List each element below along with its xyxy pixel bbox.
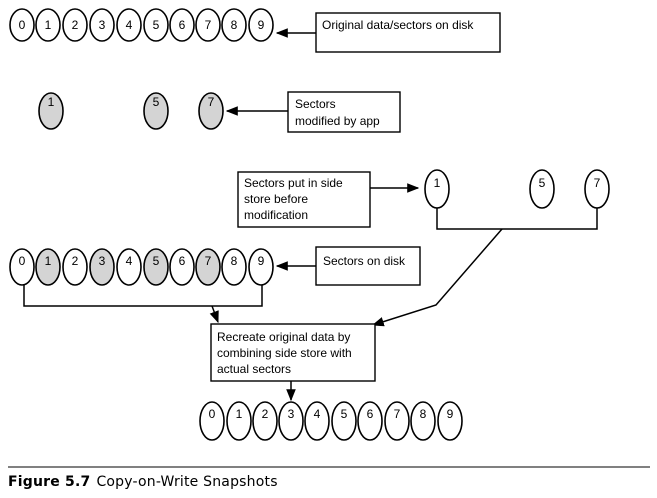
disk-to-recreate-arrow <box>209 305 219 324</box>
sector-label: 8 <box>231 254 238 268</box>
side-store-label-line1: Sectors put in side <box>244 176 343 190</box>
sector-label: 4 <box>126 18 133 32</box>
sectors-on-disk-label: Sectors on disk <box>323 254 406 268</box>
recreate-label-line2: combining side store with <box>217 346 352 360</box>
result-sector-0 <box>199 401 225 441</box>
result-sectors-row: 0 1 2 3 4 5 6 7 8 9 <box>199 401 463 441</box>
result-sector-1 <box>226 401 252 441</box>
disk-sector-1 <box>35 248 61 286</box>
sector-label: 7 <box>208 95 215 109</box>
recreate-box <box>210 323 376 382</box>
sector-label: 1 <box>434 176 441 190</box>
disk-sector-8 <box>221 248 247 286</box>
sector-label: 6 <box>179 254 186 268</box>
figure-caption: Figure 5.7 Copy-on-Write Snapshots <box>8 474 278 490</box>
sector-label: 7 <box>594 176 601 190</box>
sector-label: 5 <box>153 18 160 32</box>
sector-label: 1 <box>236 407 243 421</box>
sector-label: 4 <box>126 254 133 268</box>
sector-label: 1 <box>45 254 52 268</box>
figure-title: Copy-on-Write Snapshots <box>96 474 278 490</box>
original-sectors-row: 0 1 2 3 4 5 6 7 8 9 <box>9 8 274 42</box>
copy-on-write-diagram: 0 1 2 3 4 5 6 7 8 9 Original data/sector… <box>8 8 650 468</box>
original-data-box <box>315 12 501 53</box>
sector-label: 5 <box>153 95 160 109</box>
modified-sectors-row: 1 5 7 <box>38 92 224 130</box>
sector-label: 7 <box>205 18 212 32</box>
sector-label: 0 <box>19 254 26 268</box>
side-store-box <box>237 171 371 228</box>
sector-label: 2 <box>262 407 269 421</box>
result-sector-4 <box>304 401 330 441</box>
sector-label: 3 <box>288 407 295 421</box>
sector-label: 9 <box>258 18 265 32</box>
side-store-sectors-row: 1 5 7 <box>424 169 610 209</box>
sector-8 <box>221 8 247 42</box>
sector-9 <box>248 8 274 42</box>
modified-label-line2: modified by app <box>295 114 380 128</box>
sector-label: 2 <box>72 254 79 268</box>
side-store-label-line2: store before <box>244 192 308 206</box>
sector-label: 3 <box>99 254 106 268</box>
result-sector-6 <box>357 401 383 441</box>
side-store-label-line3: modification <box>244 208 308 222</box>
original-data-label: Original data/sectors on disk <box>322 18 474 32</box>
recreate-label-line3: actual sectors <box>217 362 291 376</box>
sector-5 <box>143 8 169 42</box>
sector-label: 9 <box>258 254 265 268</box>
disk-sector-9 <box>248 248 274 286</box>
sector-0 <box>9 8 35 42</box>
disk-sector-3 <box>89 248 115 286</box>
sector-label: 7 <box>394 407 401 421</box>
sector-label: 8 <box>420 407 427 421</box>
disk-sectors-row: 0 1 2 3 4 5 6 7 8 9 <box>9 248 274 286</box>
sector-label: 9 <box>447 407 454 421</box>
disk-sector-7 <box>195 248 221 286</box>
disk-sector-4 <box>116 248 142 286</box>
sector-label: 2 <box>72 18 79 32</box>
sector-4 <box>116 8 142 42</box>
sector-label: 7 <box>205 254 212 268</box>
sector-label: 4 <box>314 407 321 421</box>
sector-label: 6 <box>367 407 374 421</box>
modified-sector-7 <box>198 92 224 130</box>
sector-6 <box>169 8 195 42</box>
disk-bracket <box>23 285 263 307</box>
side-store-to-recreate-line <box>371 228 503 327</box>
disk-sector-6 <box>169 248 195 286</box>
disk-sector-5 <box>143 248 169 286</box>
sector-label: 1 <box>45 18 52 32</box>
sector-label: 0 <box>209 407 216 421</box>
disk-sector-0 <box>9 248 35 286</box>
result-sector-8 <box>410 401 436 441</box>
sector-1 <box>35 8 61 42</box>
sector-label: 3 <box>99 18 106 32</box>
side-store-bracket <box>436 208 598 230</box>
recreate-label-line1: Recreate original data by <box>217 330 350 344</box>
result-sector-7 <box>384 401 410 441</box>
sector-label: 8 <box>231 18 238 32</box>
modified-label-line1: Sectors <box>295 97 336 111</box>
sector-label: 5 <box>539 176 546 190</box>
modified-sector-5 <box>143 92 169 130</box>
figure-number: Figure 5.7 <box>8 474 91 490</box>
modified-sector-1 <box>38 92 64 130</box>
sector-label: 5 <box>153 254 160 268</box>
sector-7 <box>195 8 221 42</box>
sector-label: 6 <box>179 18 186 32</box>
result-sector-9 <box>437 401 463 441</box>
sector-label: 1 <box>48 95 55 109</box>
disk-sector-2 <box>62 248 88 286</box>
sector-3 <box>89 8 115 42</box>
result-sector-5 <box>331 401 357 441</box>
sector-label: 5 <box>341 407 348 421</box>
side-store-sector-5 <box>529 169 555 209</box>
result-sector-2 <box>252 401 278 441</box>
result-sector-3 <box>278 401 304 441</box>
sector-2 <box>62 8 88 42</box>
modified-by-app-box <box>287 91 401 133</box>
sector-label: 0 <box>19 18 26 32</box>
